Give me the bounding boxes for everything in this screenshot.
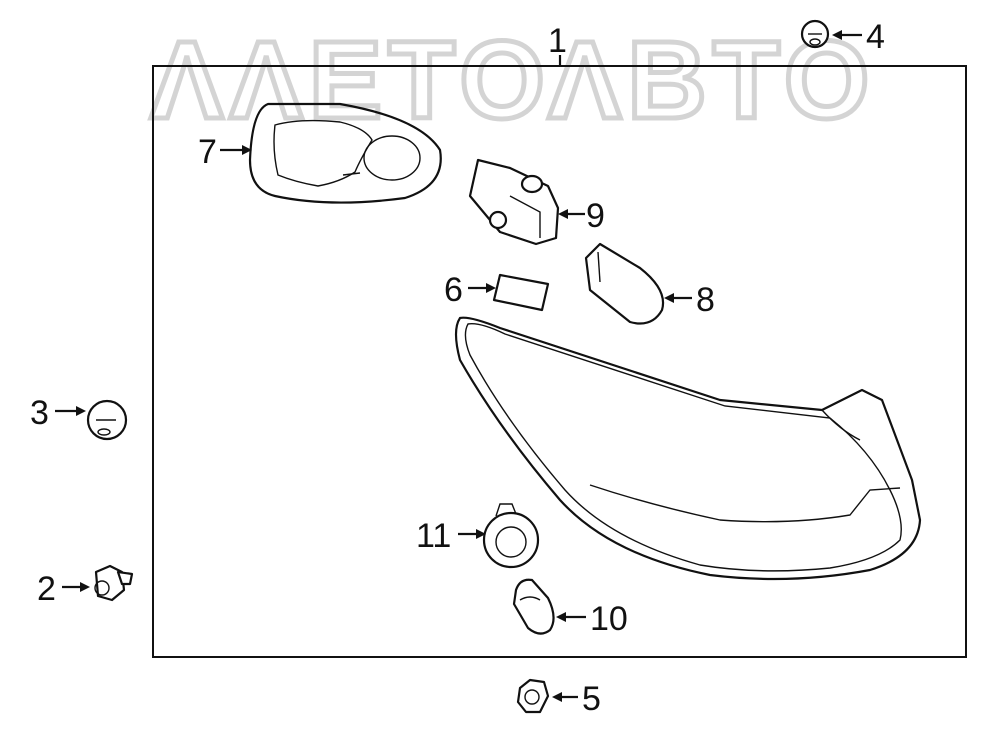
arrowhead-7 (242, 145, 252, 155)
arrowhead-10 (556, 612, 566, 622)
callout-10: 10 (590, 600, 628, 638)
callout-5: 5 (582, 680, 601, 718)
part-1-tail-lamp (454, 316, 922, 581)
arrowhead-6 (486, 283, 496, 293)
watermark-text: ΛΛΕΤΟΛΒΤΟ (150, 19, 876, 142)
part-4-clip (800, 19, 830, 49)
arrowhead-5 (552, 692, 562, 702)
arrowhead-11 (476, 529, 486, 539)
callout-3: 3 (30, 394, 49, 432)
callout-4: 4 (866, 18, 885, 56)
callout-1: 1 (548, 22, 567, 60)
part-6-label (492, 273, 550, 312)
callout-9: 9 (586, 197, 605, 235)
callout-11: 11 (416, 517, 451, 555)
arrowhead-9 (558, 209, 568, 219)
callout-8: 8 (696, 281, 715, 319)
arrowhead-8 (664, 293, 674, 303)
watermark-logo: ΛΛΕΤΟΛΒΤΟ (148, 17, 876, 145)
part-8-bulb (584, 242, 665, 325)
part-7-gasket (248, 102, 442, 204)
part-11-socket (482, 503, 540, 569)
part-2-nut (94, 564, 134, 602)
arrowhead-2 (80, 582, 90, 592)
arrowhead-3 (76, 406, 86, 416)
part-9-socket (468, 158, 560, 246)
arrowhead-4 (832, 30, 842, 40)
part-10-bulb (512, 578, 555, 635)
callout-6: 6 (444, 271, 463, 309)
callout-2: 2 (37, 570, 56, 608)
callout-7: 7 (198, 133, 217, 171)
part-3-clip (86, 399, 128, 441)
part-5-nut (516, 678, 550, 714)
